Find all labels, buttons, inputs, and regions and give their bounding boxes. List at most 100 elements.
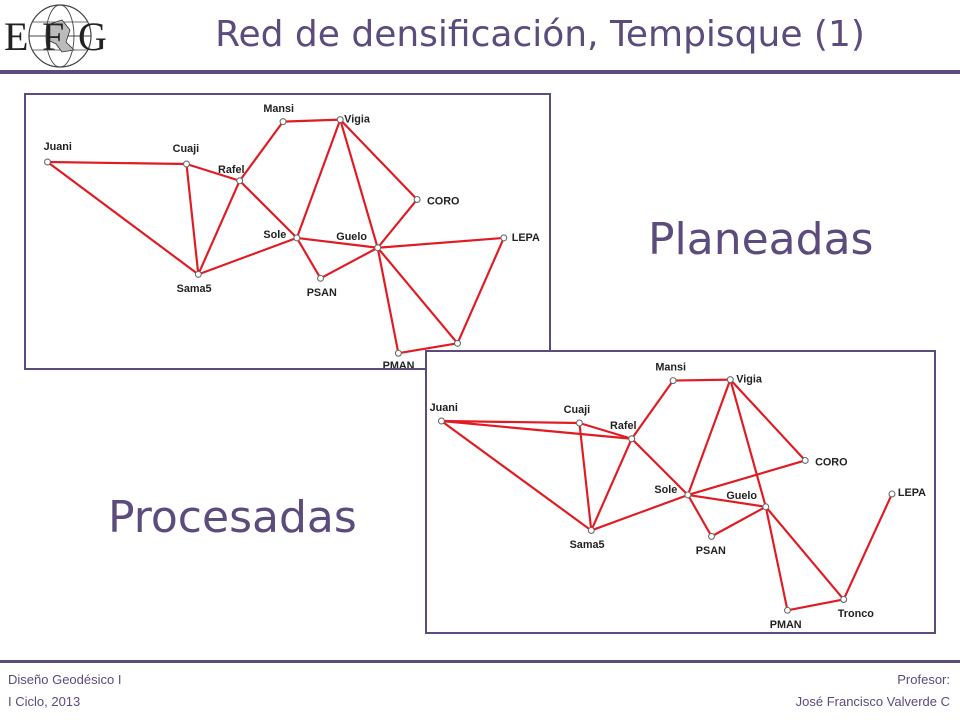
station-coro-label: CORO <box>815 456 848 468</box>
station-mansi-label: Mansi <box>263 103 294 115</box>
station-cuaji-label: Cuaji <box>564 404 590 416</box>
station-sole-marker <box>684 491 692 499</box>
station-pman-label: PMAN <box>770 619 802 631</box>
station-sama5-label: Sama5 <box>570 539 605 551</box>
station-psan-marker <box>317 274 325 282</box>
station-pman-label: PMAN <box>383 360 415 368</box>
edge-vigia-sole <box>686 379 732 496</box>
station-vigia-label: Vigia <box>736 374 763 386</box>
station-lepa-label: LEPA <box>512 232 540 244</box>
station-sama5-marker <box>587 526 595 534</box>
edge-vigia-guelo <box>729 379 767 508</box>
edge-mansi-vigia <box>673 378 731 382</box>
station-lepa-label: LEPA <box>898 487 926 499</box>
edge-guelo-pman <box>764 506 789 611</box>
station-juani-marker <box>437 417 445 425</box>
edge-cuaji-sama5 <box>185 163 200 275</box>
edge-vigia-guelo <box>339 119 379 249</box>
station-sama5-marker <box>194 270 202 278</box>
edge-rafel-sole <box>630 437 689 496</box>
edge-coro-guelo <box>376 198 418 249</box>
station-mansi-label: Mansi <box>655 362 686 374</box>
station-juani-label: Juani <box>44 141 72 153</box>
footer-term: I Ciclo, 2013 <box>8 694 81 709</box>
edge-juani-sama5 <box>440 420 592 532</box>
station-cuaji-marker <box>575 419 583 427</box>
station-rafel-marker <box>628 435 636 443</box>
station-pman-marker <box>783 606 791 614</box>
edge-sole-sama5 <box>197 236 298 276</box>
edge-guelo-lepa <box>377 236 504 249</box>
station-lepa-marker <box>888 490 896 498</box>
edge-cuaji-sama5 <box>578 422 593 531</box>
station-psan-label: PSAN <box>696 545 726 557</box>
edge-cuaji-rafel <box>579 421 633 440</box>
edge-tronco-lepa <box>842 493 893 600</box>
edge-guelo-tronco <box>764 506 845 601</box>
edge-sole-guelo <box>687 493 766 508</box>
station-juani-marker <box>44 158 52 166</box>
station-rafel-label: Rafel <box>610 420 636 432</box>
efg-logo: E F G <box>4 4 107 68</box>
station-tronco-marker <box>454 339 462 347</box>
edge-guelo-tronco <box>376 247 459 345</box>
edge-juani-cuaji <box>441 419 580 425</box>
station-pman-marker <box>394 349 402 357</box>
edge-rafel-sole <box>238 179 298 239</box>
edge-coro-sole <box>687 459 806 496</box>
logo-letter-f: F <box>42 14 64 59</box>
station-vigia-marker <box>336 116 344 124</box>
footer-professor-name: José Francisco Valverde C <box>795 694 950 709</box>
procesadas-label: Procesadas <box>108 492 357 543</box>
station-rafel-marker <box>236 177 244 185</box>
station-guelo-marker <box>762 503 770 511</box>
header-divider <box>0 70 960 74</box>
station-mansi-marker <box>279 118 287 126</box>
edge-juani-rafel <box>441 419 632 440</box>
edge-vigia-coro <box>729 378 807 462</box>
edge-juani-cuaji <box>47 160 187 166</box>
edge-rafel-mansi <box>238 120 284 182</box>
station-tronco-marker <box>840 595 848 603</box>
edge-rafel-sama5 <box>197 180 241 275</box>
edge-lepa-tronco <box>456 237 505 344</box>
planeadas-label: Planeadas <box>648 214 874 265</box>
edge-psan-guelo <box>320 246 379 280</box>
edge-cuaji-rafel <box>186 162 241 182</box>
station-sama5-label: Sama5 <box>177 283 212 295</box>
station-sole-label: Sole <box>654 484 677 496</box>
edge-mansi-vigia <box>283 118 341 123</box>
edge-sole-psan <box>686 494 713 537</box>
station-vigia-marker <box>726 376 734 384</box>
station-vigia-label: Vigia <box>344 114 371 126</box>
edge-rafel-mansi <box>630 379 674 440</box>
edge-rafel-sama5 <box>590 438 633 531</box>
footer-course: Diseño Geodésico I <box>8 672 122 687</box>
station-cuaji-marker <box>182 160 190 168</box>
edge-juani-sama5 <box>46 161 199 276</box>
footer-divider <box>0 660 960 663</box>
station-coro-marker <box>801 456 809 464</box>
footer-professor-label: Profesor: <box>897 672 950 687</box>
logo-letter-g: G <box>78 14 107 59</box>
edge-pman-tronco <box>787 598 844 612</box>
station-cuaji-label: Cuaji <box>173 143 199 155</box>
edge-vigia-coro <box>339 118 418 201</box>
edge-guelo-pman <box>376 247 400 354</box>
station-rafel-label: Rafel <box>218 164 244 176</box>
edge-vigia-sole <box>295 119 342 239</box>
station-psan-marker <box>708 532 716 540</box>
edge-sole-guelo <box>296 236 378 249</box>
edge-psan-guelo <box>711 505 767 538</box>
station-guelo-label: Guelo <box>336 231 367 243</box>
station-coro-marker <box>413 195 421 203</box>
footer-course-info: Diseño Geodésico I I Ciclo, 2013 <box>8 669 121 713</box>
edge-sole-psan <box>295 237 322 279</box>
station-guelo-marker <box>374 244 382 252</box>
edge-sole-sama5 <box>590 493 689 532</box>
station-coro-label: CORO <box>427 195 460 207</box>
